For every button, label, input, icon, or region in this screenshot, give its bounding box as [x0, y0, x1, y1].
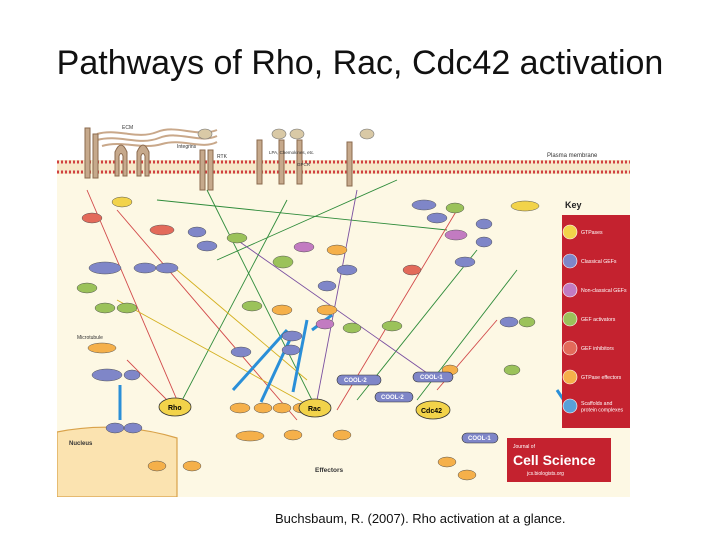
key-swatch [562, 224, 578, 240]
cdc42-label: Cdc42 [421, 408, 442, 415]
integrins-label: Integrins [177, 144, 197, 150]
pathway-arrows [86, 179, 518, 421]
key-label: Classical GEFs [581, 259, 617, 265]
key-title: Key [565, 200, 582, 210]
microtubule-label: Microtubule [77, 335, 103, 341]
journal-sub: jcs.biologists.org [526, 471, 564, 477]
lpa-label: LPA, Chemokines, etc. [269, 150, 314, 155]
key-label: GEF inhibitors [581, 346, 614, 352]
key-label: Scaffolds and [581, 401, 612, 407]
rac-label: Rac [308, 406, 321, 413]
plasma-membrane [57, 160, 630, 174]
rho-label: Rho [168, 405, 182, 412]
journal-top: Journal of [513, 444, 536, 450]
key-entry: GEF activators [562, 311, 616, 327]
rac-node [298, 398, 332, 418]
journal-main: Cell Science [513, 452, 596, 468]
cool-node-1: COOL-2 [344, 378, 367, 384]
rho-node [158, 397, 192, 417]
key-swatch [562, 282, 578, 298]
key-swatch [562, 398, 578, 414]
key-entry: Non-classical GEFs [562, 282, 627, 298]
integrin-receptors [84, 127, 150, 179]
key-swatch [562, 369, 578, 385]
cool-complex: COOL-2 COOL-1 COOL-2 COOL-1 [336, 371, 499, 444]
key-label: protein complexes [581, 407, 624, 413]
key-entry: Classical GEFs [562, 253, 617, 269]
key-label: Non-classical GEFs [581, 288, 627, 294]
key-label: GTPases [581, 230, 603, 236]
key-label: GTPase effectors [581, 375, 622, 381]
pathway-diagram: ECM Plasma membrane Integrins RTK LPA, C… [56, 120, 630, 498]
ligand-nodes [197, 128, 375, 140]
nucleus-label: Nucleus [69, 441, 93, 447]
journal-logo: Journal of Cell Science jcs.biologists.o… [507, 438, 611, 482]
slide-title: Pathways of Rho, Rac, Cdc42 activation [56, 44, 664, 82]
key-swatch [562, 340, 578, 356]
cdc42-node [415, 400, 451, 420]
ecm-label: ECM [122, 125, 133, 131]
pathway-figure: ECM Plasma membrane Integrins RTK LPA, C… [56, 120, 630, 498]
gpcr-receptors [256, 139, 353, 187]
key-swatch [562, 311, 578, 327]
cool-node-2: COOL-1 [420, 375, 443, 381]
key-label: GEF activators [581, 317, 616, 323]
rtk-label: RTK [217, 154, 228, 160]
gtpase-hubs: Rho Rac Cdc42 [158, 397, 451, 420]
key-swatch [562, 253, 578, 269]
membrane-label: Plasma membrane [547, 153, 598, 159]
cool-node-3: COOL-2 [381, 395, 404, 401]
effectors-label: Effectors [315, 467, 344, 474]
rtk-receptor [199, 149, 214, 191]
regulator-nodes [76, 196, 540, 481]
key-entry: GTPase effectors [562, 369, 622, 385]
key-entry: GTPases [562, 224, 603, 240]
key-entry: GEF inhibitors [562, 340, 614, 356]
cool-node-4: COOL-1 [468, 436, 491, 442]
gpcr-label: GPCR [297, 162, 311, 167]
slide-caption: Buchsbaum, R. (2007). Rho activation at … [275, 511, 566, 526]
